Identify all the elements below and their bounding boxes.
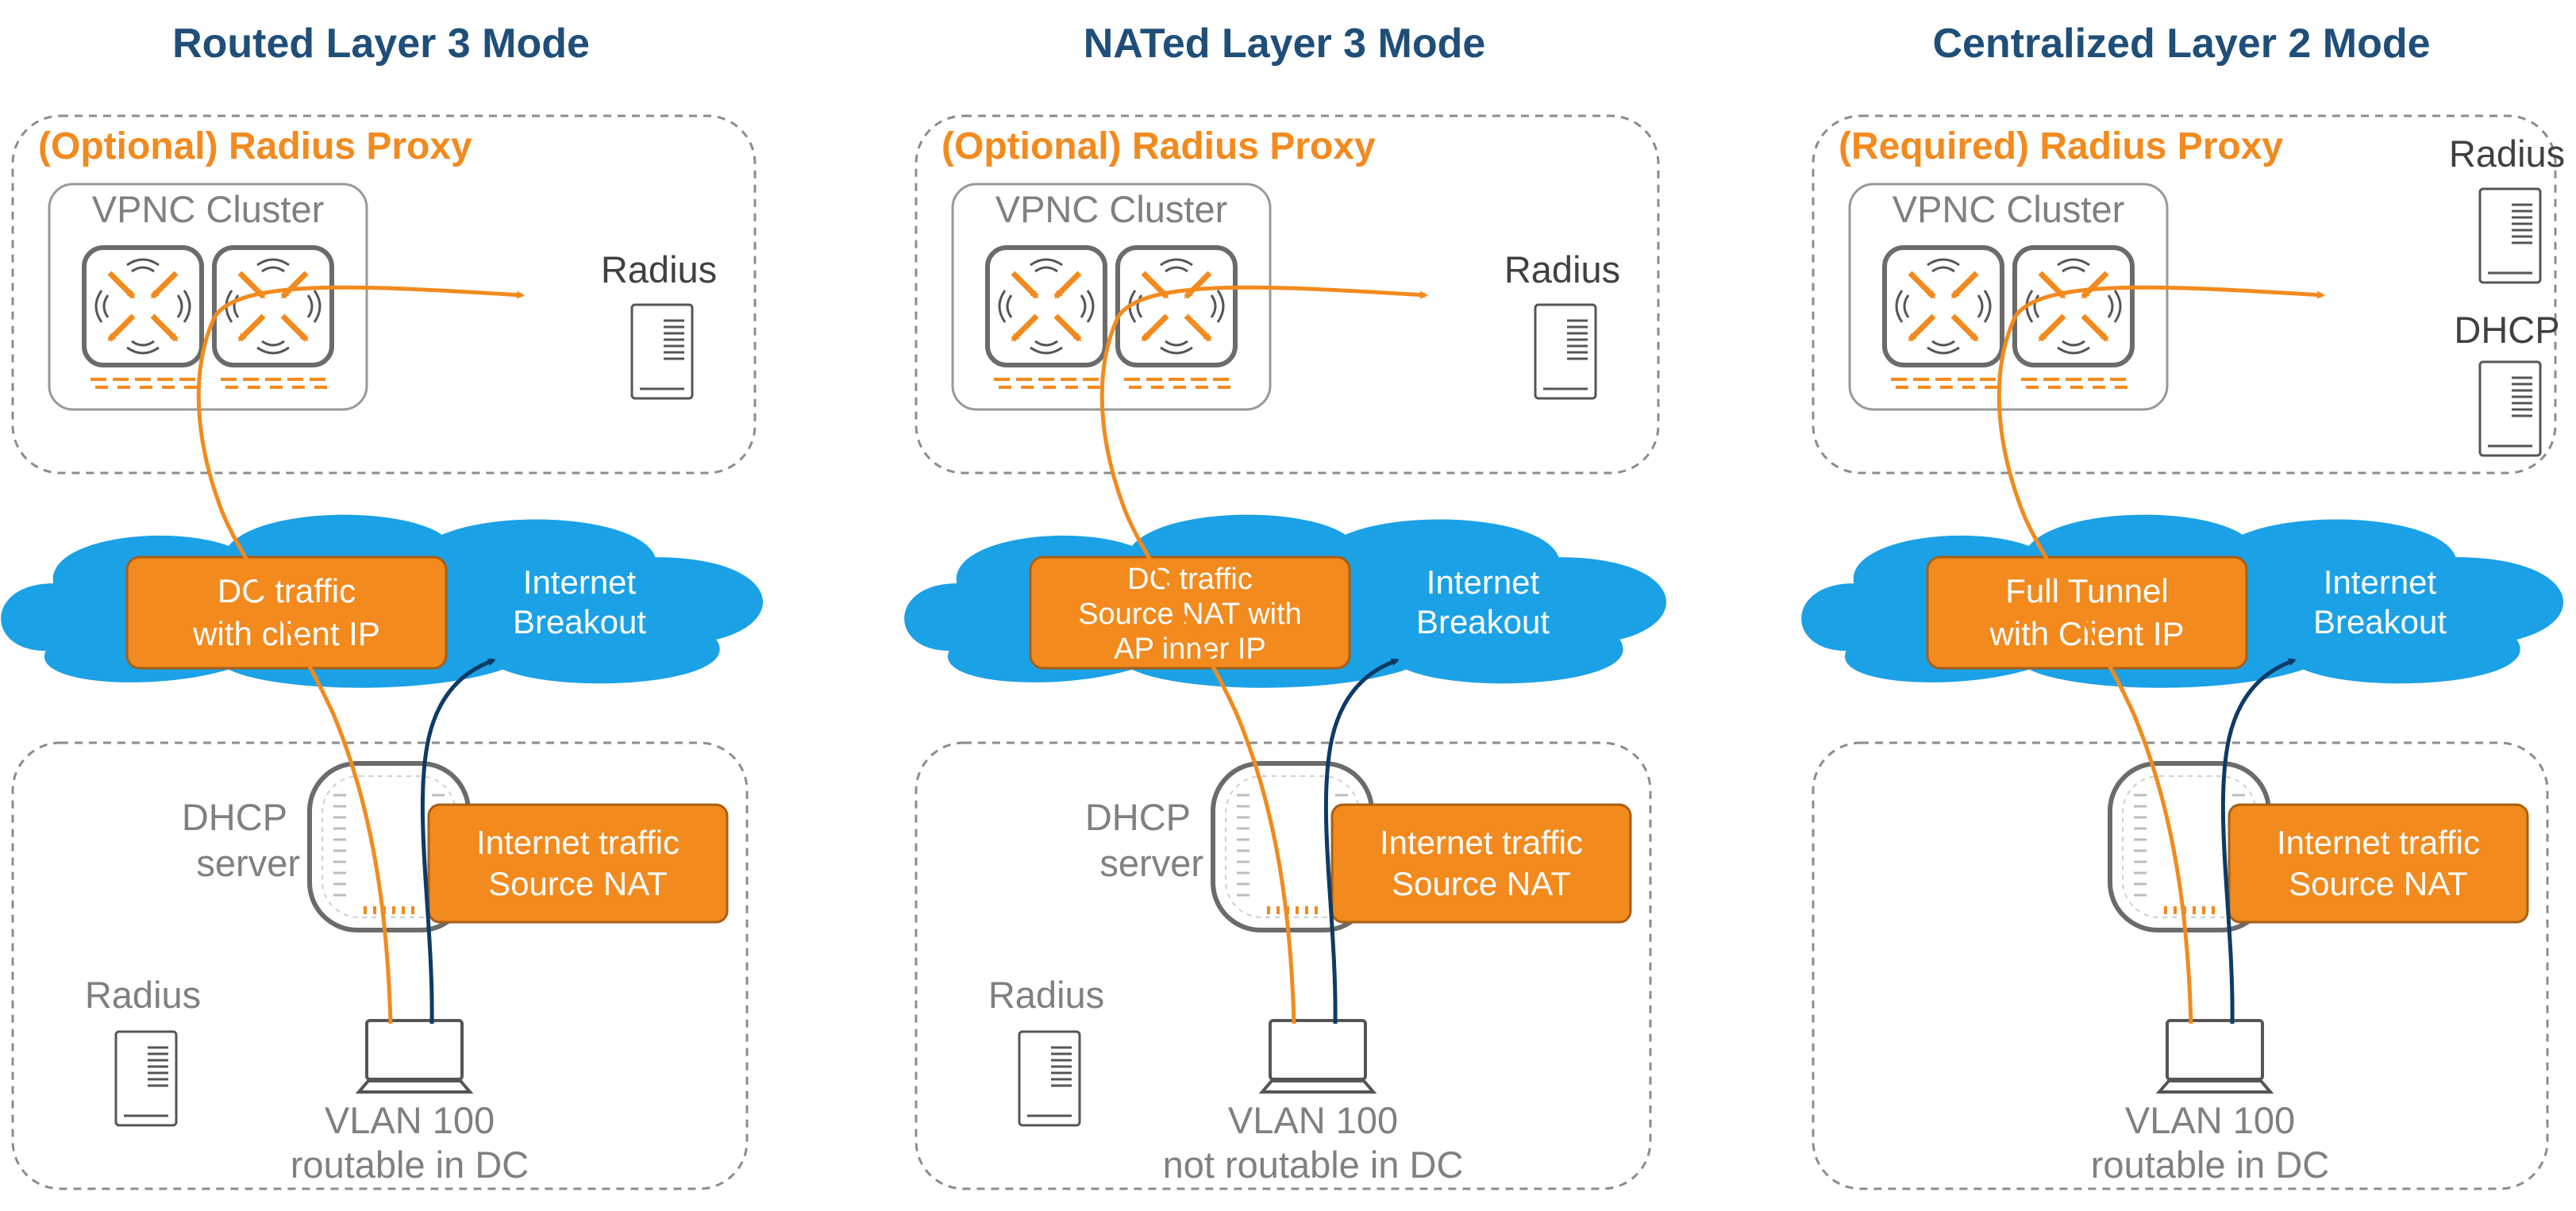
internet-breakout-label: Internet bbox=[523, 563, 637, 601]
branch-radius-label: Radius bbox=[85, 974, 201, 1016]
tunnel-traffic-label: DC traffic bbox=[218, 572, 356, 609]
server-icon bbox=[1534, 303, 1597, 400]
vpnc-cluster-label: VPNC Cluster bbox=[995, 188, 1228, 230]
panel-title: Routed Layer 3 Mode bbox=[172, 21, 590, 67]
server-icon bbox=[630, 303, 694, 400]
panels-root: Routed Layer 3 Mode (Optional) Radius Pro… bbox=[1, 21, 2565, 1190]
internet-nat-box bbox=[1330, 803, 1632, 924]
tunnel-traffic-path bbox=[1099, 285, 1428, 1025]
tunnel-traffic-label: with Client IP bbox=[1989, 615, 2184, 652]
branch-dhcp-label: server bbox=[196, 842, 300, 884]
server-icon bbox=[2478, 360, 2542, 457]
internet-nat-box bbox=[427, 803, 729, 924]
internet-nat-box bbox=[2228, 803, 2529, 924]
tunnel-traffic-path bbox=[196, 285, 525, 1025]
internet-breakout-label: Internet bbox=[1427, 563, 1540, 601]
radius-proxy-label: (Required) Radius Proxy bbox=[1839, 125, 2283, 167]
vlan-label: routable in DC bbox=[2091, 1144, 2329, 1186]
branch-boundary bbox=[914, 741, 1652, 1190]
tunnel-traffic-label: with client IP bbox=[192, 615, 380, 652]
server-icon bbox=[114, 1030, 178, 1127]
laptop-icon bbox=[1258, 1019, 1377, 1094]
laptop-icon bbox=[355, 1019, 474, 1094]
laptop-icon bbox=[2155, 1019, 2274, 1094]
gateway-controller-icon bbox=[1115, 245, 1238, 389]
server-icon bbox=[2478, 187, 2542, 284]
gateway-controller-icon bbox=[212, 245, 334, 389]
radius-proxy-label: (Optional) Radius Proxy bbox=[941, 125, 1376, 167]
radius-proxy-label: (Optional) Radius Proxy bbox=[38, 125, 472, 167]
vpnc-cluster-label: VPNC Cluster bbox=[92, 188, 325, 230]
vlan-label: not routable in DC bbox=[1163, 1144, 1464, 1186]
vlan-label: VLAN 100 bbox=[1228, 1099, 1398, 1141]
tunnel-traffic-label: AP inner IP bbox=[1114, 632, 1266, 666]
branch-radius-label: Radius bbox=[988, 974, 1104, 1016]
panel-2: NATed Layer 3 Mode (Optional) Radius Prox… bbox=[904, 21, 1667, 1190]
internet-breakout-label: Breakout bbox=[1416, 603, 1550, 640]
internet-nat-label: Source NAT bbox=[2289, 865, 2468, 902]
dhcp-server-label: DHCP bbox=[2454, 309, 2559, 351]
tunnel-traffic-box bbox=[125, 556, 448, 670]
internet-breakout-label: Internet bbox=[2324, 563, 2437, 601]
vpnc-cluster-label: VPNC Cluster bbox=[1893, 188, 2125, 230]
internet-breakout-label: Breakout bbox=[2313, 603, 2447, 640]
gateway-controller-icon bbox=[82, 245, 204, 389]
internet-nat-label: Source NAT bbox=[488, 865, 668, 902]
panel-1: Routed Layer 3 Mode (Optional) Radius Pro… bbox=[1, 21, 764, 1190]
panel-title: NATed Layer 3 Mode bbox=[1084, 21, 1486, 67]
tunnel-traffic-label: DC traffic bbox=[1127, 563, 1253, 596]
branch-boundary bbox=[11, 741, 749, 1190]
branch-dhcp-label: DHCP bbox=[182, 796, 287, 838]
internet-breakout-label: Breakout bbox=[513, 603, 646, 640]
branch-boundary bbox=[1812, 741, 2549, 1190]
vlan-label: VLAN 100 bbox=[325, 1099, 495, 1141]
tunnel-traffic-path bbox=[1996, 285, 2325, 1025]
panel-title: Centralized Layer 2 Mode bbox=[1932, 21, 2430, 67]
vlan-label: VLAN 100 bbox=[2125, 1099, 2295, 1141]
tunnel-traffic-label: Full Tunnel bbox=[2005, 572, 2168, 609]
tunnel-traffic-box bbox=[1926, 556, 2248, 670]
internet-breakout-path bbox=[2220, 658, 2297, 1025]
branch-dhcp-label: DHCP bbox=[1085, 796, 1191, 838]
internet-nat-label: Internet traffic bbox=[1380, 824, 1583, 861]
internet-nat-label: Internet traffic bbox=[2277, 824, 2480, 861]
server-icon bbox=[1018, 1030, 1081, 1127]
gateway-controller-icon bbox=[1882, 245, 2004, 389]
tunnel-traffic-box bbox=[1029, 556, 1351, 670]
radius-server-label: Radius bbox=[2449, 133, 2565, 175]
radius-server-label: Radius bbox=[1504, 248, 1620, 290]
internet-breakout-path bbox=[1323, 658, 1400, 1025]
branch-dhcp-label: server bbox=[1099, 842, 1203, 884]
internet-breakout-path bbox=[420, 658, 496, 1025]
gateway-controller-icon bbox=[985, 245, 1107, 389]
gateway-controller-icon bbox=[2012, 245, 2135, 389]
vlan-label: routable in DC bbox=[291, 1144, 529, 1186]
internet-nat-label: Source NAT bbox=[1392, 865, 1571, 902]
panel-3: Centralized Layer 2 Mode (Required) Radiu… bbox=[1801, 21, 2565, 1190]
radius-server-label: Radius bbox=[601, 248, 717, 290]
internet-nat-label: Internet traffic bbox=[476, 824, 680, 861]
